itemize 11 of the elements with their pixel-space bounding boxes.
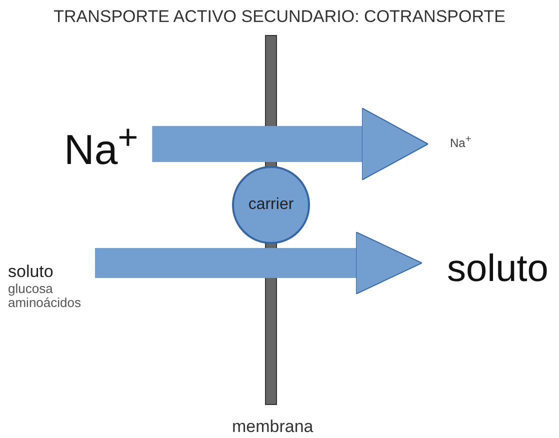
example-text: aminoácidos	[8, 296, 82, 312]
solute-label: soluto	[8, 262, 54, 282]
carrier-circle: carrier	[232, 166, 310, 244]
block-arrow	[95, 232, 422, 294]
ion-label: Na$^{+}$	[450, 134, 472, 151]
membrane-label: membrana	[232, 416, 312, 438]
example-text: glucosa	[8, 282, 54, 296]
solute-label: soluto	[447, 248, 550, 292]
ion-label: Na$^{+}$	[64, 118, 140, 174]
block-arrow	[152, 108, 428, 180]
diagram-title: TRANSPORTE ACTIVO SECUNDARIO: COTRANSPORTE	[52, 8, 506, 25]
